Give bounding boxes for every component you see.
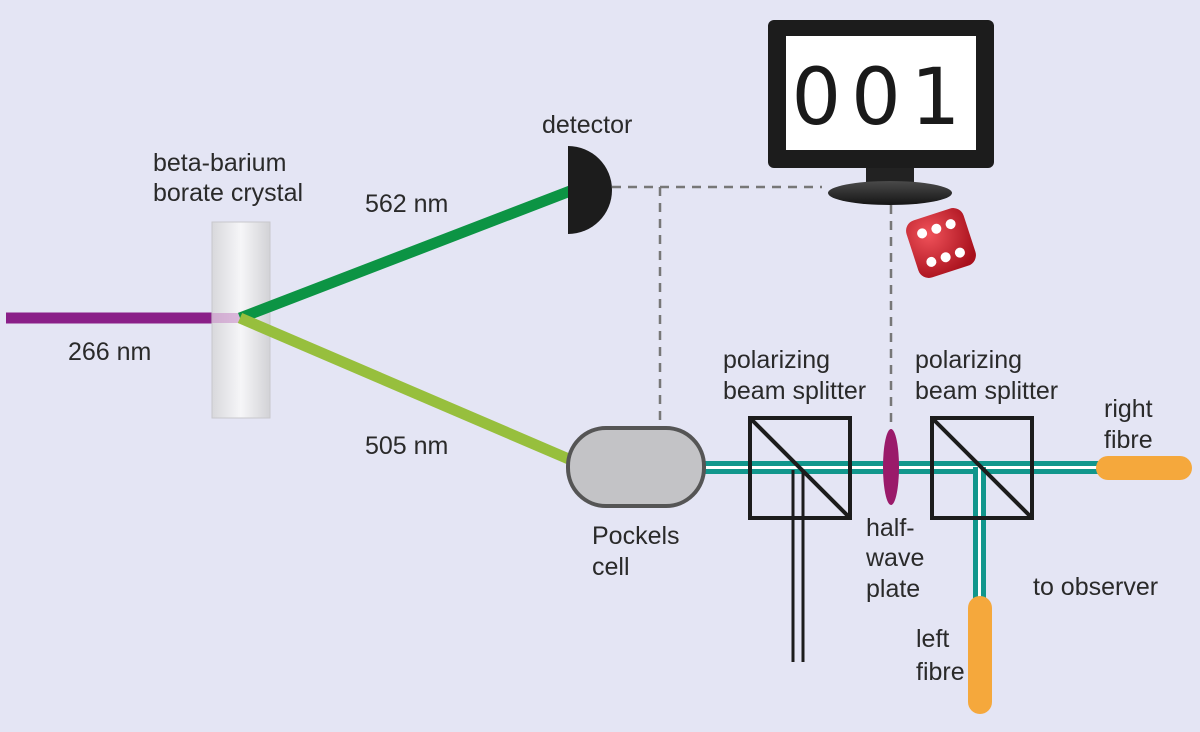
counter-display: 001 xyxy=(792,53,971,143)
idler-beam xyxy=(238,182,580,324)
beam-splitter-1 xyxy=(748,416,852,520)
right-fibre xyxy=(1096,456,1192,480)
pockels-cell xyxy=(566,426,706,508)
dice-icon xyxy=(906,208,976,278)
detector-label: detector xyxy=(542,111,632,139)
output-beams xyxy=(704,461,1118,662)
halfwave-label: half- wave plate xyxy=(865,514,931,603)
signal-wavelength-label: 505 nm xyxy=(365,432,448,460)
left-fibre-label: left fibre xyxy=(916,625,965,686)
to-observer-label: to observer xyxy=(1033,573,1158,601)
pump-wavelength-label: 266 nm xyxy=(68,338,151,366)
halfwave-plate xyxy=(883,429,899,505)
pump-entry-tint xyxy=(212,313,242,323)
pockels-label: Pockels cell xyxy=(592,522,687,581)
pbs1-label: polarizing beam splitter xyxy=(723,346,866,405)
idler-wavelength-label: 562 nm xyxy=(365,190,448,218)
left-fibre xyxy=(968,596,992,714)
signal-beam xyxy=(237,312,581,469)
detector-icon xyxy=(568,146,612,234)
electrical-connections xyxy=(612,185,893,428)
pbs2-label: polarizing beam splitter xyxy=(915,346,1058,405)
monitor-icon xyxy=(768,20,994,205)
crystal-label: beta-barium borate crystal xyxy=(153,149,303,207)
right-fibre-label: right fibre xyxy=(1104,395,1160,454)
beam-splitter-2 xyxy=(930,416,1034,520)
